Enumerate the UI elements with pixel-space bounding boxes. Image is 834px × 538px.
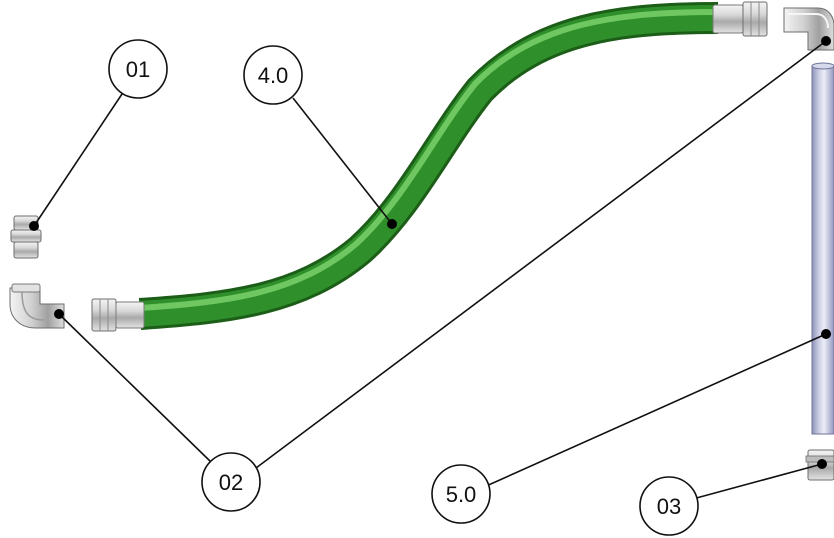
rigid-tube-icon <box>811 62 834 435</box>
dot-02-left <box>54 309 64 319</box>
leader-03 <box>688 463 823 501</box>
hose-right-fitting-icon <box>712 1 768 37</box>
callout-label-02: 02 <box>219 470 243 495</box>
leader-02-left <box>58 313 212 463</box>
leader-50 <box>483 333 827 488</box>
leader-01 <box>33 90 125 227</box>
leader-40 <box>292 97 393 225</box>
callout-label-01: 01 <box>126 57 150 82</box>
callout-01: 01 <box>108 39 168 99</box>
leader-dots <box>29 36 831 469</box>
dot-40 <box>387 219 397 229</box>
dot-50 <box>821 329 831 339</box>
callout-03: 03 <box>639 476 699 536</box>
dot-03 <box>817 459 827 469</box>
leader-02-top <box>255 40 827 469</box>
flexible-hose-icon <box>138 2 719 330</box>
callout-02: 02 <box>201 452 261 512</box>
callout-label-03: 03 <box>657 494 681 519</box>
callout-label-50: 5.0 <box>446 482 477 507</box>
hose-left-fitting-icon <box>91 298 145 332</box>
callout-label-40: 4.0 <box>258 63 289 88</box>
callout-40: 4.0 <box>243 45 303 105</box>
leader-lines <box>33 40 827 501</box>
elbow-fitting-icon <box>9 283 65 329</box>
dot-02-top <box>821 36 831 46</box>
callout-50: 5.0 <box>431 464 491 524</box>
dot-01 <box>29 221 39 231</box>
